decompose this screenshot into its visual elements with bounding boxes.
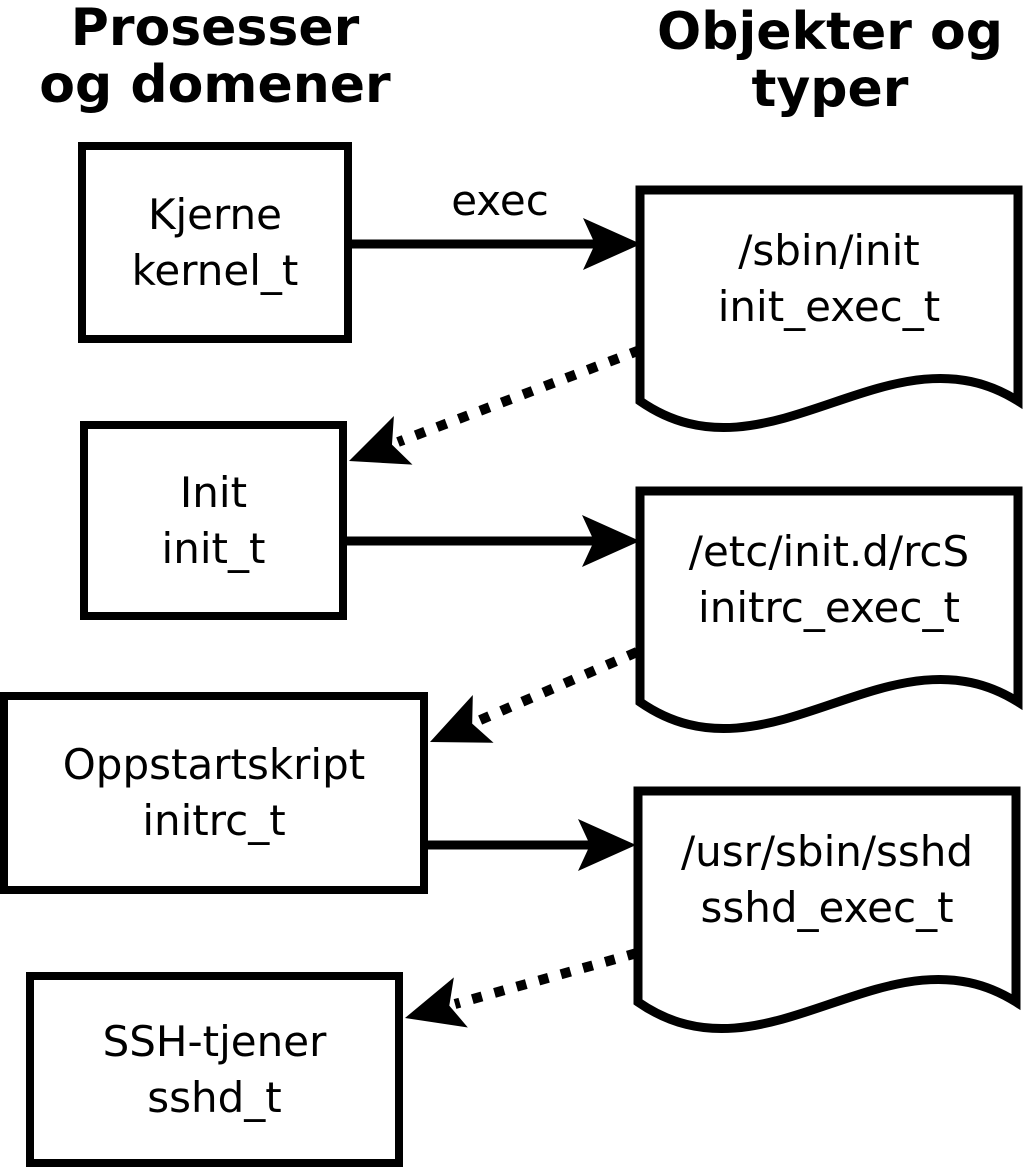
object-path: /etc/init.d/rcS: [688, 527, 970, 576]
document-shape-init-exec: [635, 185, 1023, 433]
column-header-processes-line1: Prosesser: [70, 0, 360, 58]
arrowhead-icon: [583, 218, 641, 270]
arrowhead-icon: [582, 515, 640, 567]
process-label: Kjerne: [147, 189, 283, 239]
column-header-processes-line2: og domener: [39, 55, 391, 115]
process-box-kernel: Kjerne kernel_t: [78, 142, 352, 343]
object-path: /usr/sbin/sshd: [680, 827, 974, 876]
process-label: Init: [179, 467, 248, 517]
object-label-init-exec: /sbin/init init_exec_t: [640, 223, 1018, 335]
process-box-sshd: SSH-tjener sshd_t: [26, 972, 403, 1167]
process-label: SSH-tjener: [102, 1016, 327, 1066]
process-label: Oppstartskript: [62, 740, 366, 789]
dotted-arrow-sshd-exec-to-sshd-domain: [405, 948, 639, 1028]
process-type: kernel_t: [131, 245, 299, 295]
solid-arrow-initrc-to-sshd-exec: [427, 819, 636, 871]
document-shape-initrc-exec: [635, 486, 1023, 734]
arrowhead-icon: [405, 977, 468, 1028]
solid-arrow-init-to-initrc-exec: [347, 515, 640, 567]
process-type: initrc_t: [142, 796, 286, 845]
object-type: sshd_exec_t: [700, 883, 954, 932]
arrowhead-icon: [430, 695, 494, 743]
document-shape-sshd-exec: [633, 786, 1021, 1034]
process-type: init_t: [161, 523, 266, 573]
object-type: initrc_exec_t: [698, 583, 960, 632]
object-path: /sbin/init: [738, 226, 920, 275]
dotted-arrow-init-exec-to-init-domain: [349, 345, 642, 465]
exec-edge-label: exec: [451, 176, 549, 225]
process-type: sshd_t: [147, 1072, 282, 1122]
column-header-objects: Objekter og typer: [635, 4, 1024, 118]
arrowhead-icon: [578, 819, 636, 871]
column-header-processes: Prosesser og domener: [20, 0, 410, 114]
dotted-arrow-initrc-exec-to-initrc-domain: [430, 647, 639, 743]
process-box-initrc: Oppstartskript initrc_t: [0, 692, 428, 894]
object-label-sshd-exec: /usr/sbin/sshd sshd_exec_t: [638, 824, 1016, 936]
column-header-objects-line1: Objekter og: [657, 2, 1003, 62]
object-type: init_exec_t: [717, 282, 941, 331]
solid-arrow-kernel-to-init-exec: [350, 218, 641, 270]
process-box-init: Init init_t: [80, 421, 347, 620]
arrowhead-icon: [349, 416, 413, 465]
object-label-initrc-exec: /etc/init.d/rcS initrc_exec_t: [640, 524, 1018, 636]
column-header-objects-line2: typer: [751, 59, 909, 119]
